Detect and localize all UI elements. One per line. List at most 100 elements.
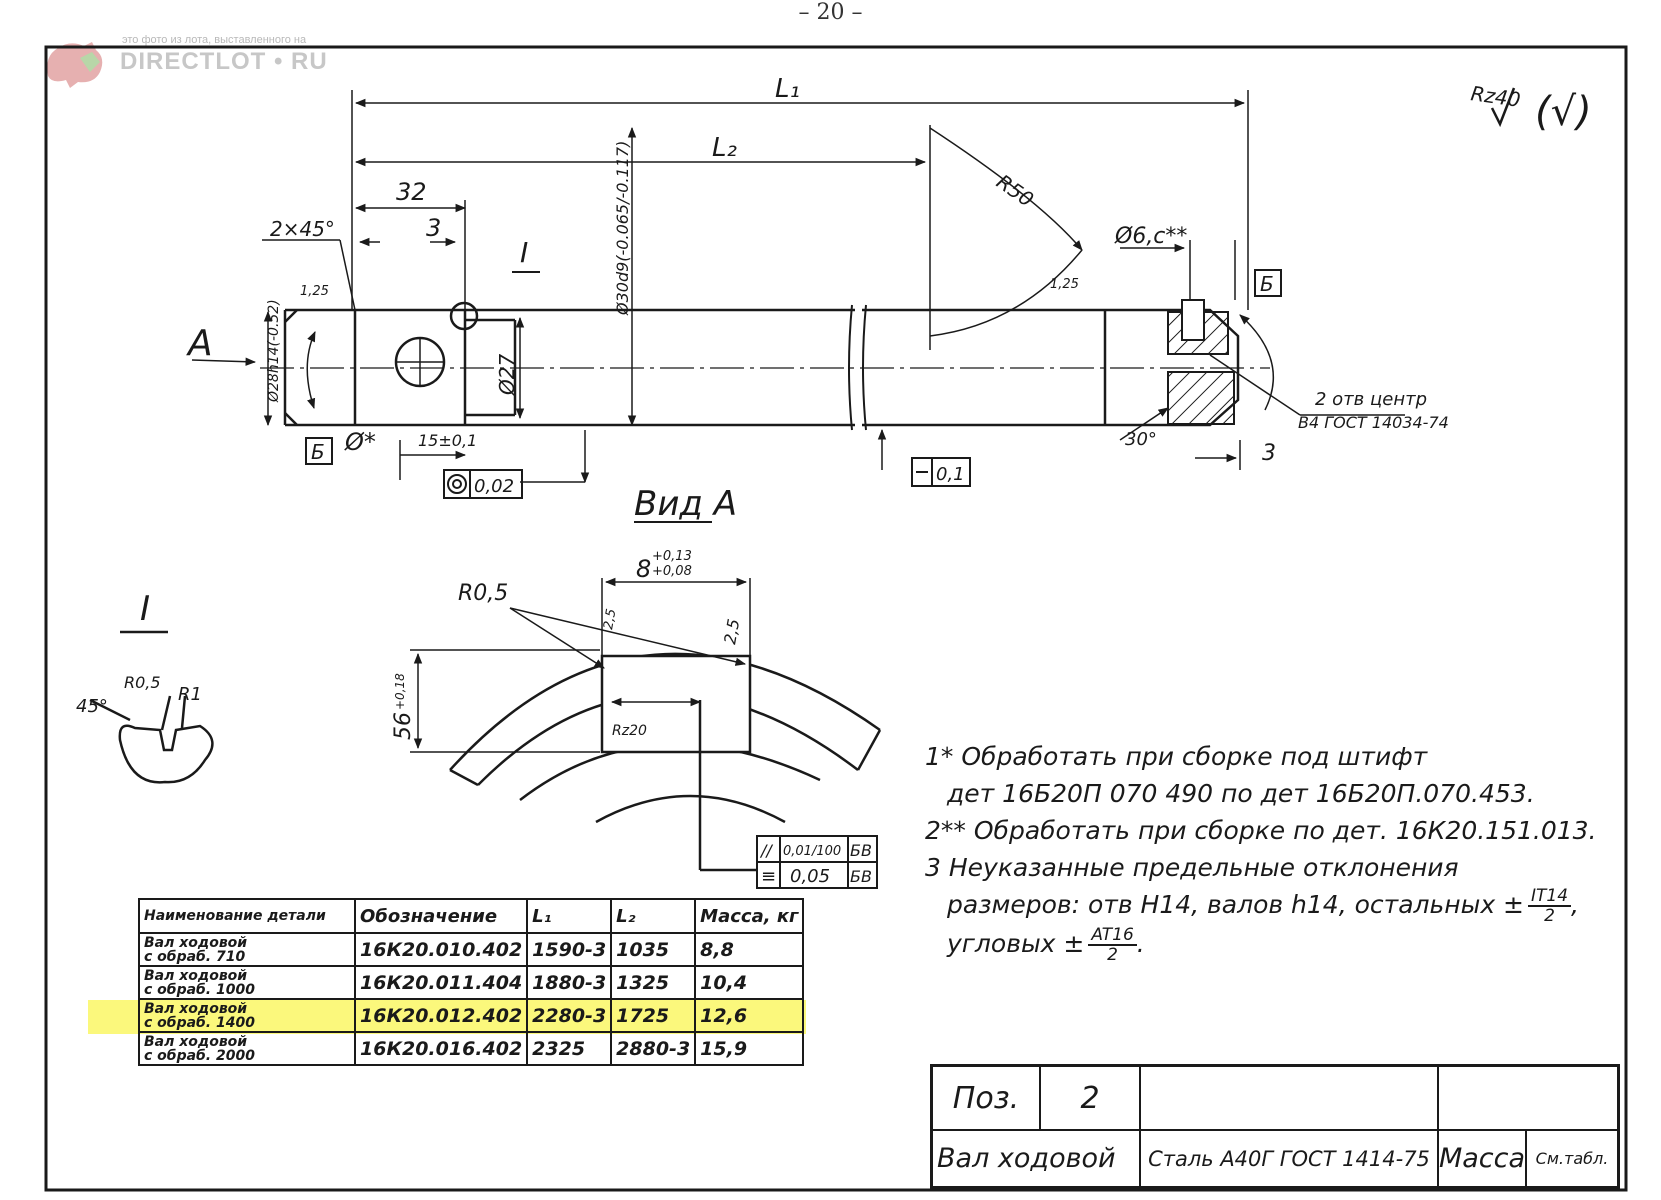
tb-empty-2 — [1439, 1067, 1617, 1131]
header-l2: L₂ — [610, 898, 697, 934]
row-name-line1: Вал ходовой — [144, 967, 248, 984]
frac-it14-num: IT14 — [1528, 887, 1572, 907]
dim-l2: L₂ — [712, 133, 737, 163]
note-3-comma: , — [1571, 890, 1579, 919]
table-header-row: Наименование детали Обозначение L₁ L₂ Ма… — [138, 898, 805, 934]
title-block: Поз. 2 Вал ходовой Сталь А40Г ГОСТ 1414-… — [930, 1064, 1620, 1189]
detail-i-title: I — [140, 589, 150, 629]
concentricity-frame: 0,02 — [443, 469, 523, 499]
ftc-row1-datum: БВ — [850, 841, 872, 860]
datum-b-box-left — [305, 437, 333, 465]
center-hole-line2: В4 ГОСТ 14034-74 — [1298, 413, 1449, 432]
view-a-width-tol-top: +0,13 — [652, 549, 692, 564]
dim-dia27: Ø27 — [495, 354, 519, 396]
drawing-frame — [44, 45, 1628, 1192]
row-l1: 2280-3 — [526, 998, 613, 1033]
tb-empty-1 — [1141, 1067, 1439, 1131]
view-a-depth-tol: +0,18 — [393, 673, 407, 710]
view-a-depth: 56 — [391, 712, 416, 740]
flatness-value: 0,1 — [936, 464, 965, 485]
dim-32: 32 — [396, 178, 427, 206]
detail-i-r1: R1 — [178, 684, 202, 705]
concentricity-icon — [447, 474, 467, 494]
row-mass: 8,8 — [694, 932, 805, 967]
dim-3b: 3 — [1262, 441, 1276, 466]
dim-30deg: 30° — [1125, 429, 1157, 450]
header-name: Наименование детали — [138, 898, 356, 934]
detail-i-marker: I — [520, 236, 528, 269]
header-mass: Масса, кг — [694, 898, 805, 934]
frac-at16-den: 2 — [1107, 945, 1118, 965]
cross-hole-stub — [1181, 299, 1205, 341]
row-designation: 16К20.010.402 — [353, 932, 529, 967]
detail-i-shape — [89, 695, 214, 784]
note-3-line2-text: размеров: отв H14, валов h14, остальных … — [947, 890, 1525, 919]
view-a-ftc: // 0,01/100 БВ ≡ 0,05 БВ — [756, 835, 878, 889]
rough-125b: 1,25 — [1050, 277, 1079, 292]
technical-notes: 1* Обработать при сборке под штифт дет 1… — [925, 738, 1605, 964]
note-2: 2** Обработать при сборке по дет. 16К20.… — [925, 816, 1597, 845]
row-l2: 2880-3 — [610, 1031, 697, 1066]
dim-dia30: Ø30d9(-0.065/-0.117) — [613, 141, 632, 316]
ftc-row1-value: 0,01/100 — [783, 844, 841, 859]
tb-pos-label: Поз. — [933, 1067, 1041, 1131]
view-a-rough2: 2,5 — [720, 617, 743, 645]
page-number: – 20 – — [798, 0, 863, 25]
dim-l1: L₁ — [775, 74, 800, 104]
roughness-check-icon — [1490, 87, 1516, 128]
row-name-line1: Вал ходовой — [144, 1033, 248, 1050]
view-a-title: Вид A — [634, 484, 737, 524]
row-name-line1: Вал ходовой — [144, 934, 248, 951]
ftc-row2-value: 0,05 — [790, 866, 830, 887]
dim-dia-star: Ø* — [344, 428, 376, 456]
roughness-parenthetical: (√) — [1535, 89, 1592, 135]
row-designation: 16К20.016.402 — [353, 1031, 529, 1066]
watermark-brand: DIRECTLOT • RU — [120, 48, 328, 75]
tb-mass-value: См.табл. — [1535, 1149, 1609, 1168]
row-l1: 2325 — [526, 1031, 613, 1066]
dim-2x45: 2×45° — [270, 217, 335, 241]
dim-3a: 3 — [426, 214, 441, 242]
row-l2: 1325 — [610, 965, 697, 1000]
datum-b-right: Б — [1260, 272, 1274, 296]
note-3-line3-text: угловых ± — [947, 929, 1085, 958]
datum-b-box-right — [1254, 269, 1282, 297]
view-a-width: 8 — [636, 555, 651, 583]
tb-pos-value: 2 — [1041, 1067, 1141, 1131]
parts-table: Наименование детали Обозначение L₁ L₂ Ма… — [138, 898, 805, 1066]
row-l2: 1725 — [610, 998, 697, 1033]
concentricity-value: 0,02 — [474, 476, 514, 497]
frac-it14-den: 2 — [1544, 906, 1555, 926]
watermark-logo-icon — [47, 42, 103, 88]
row-designation: 16К20.012.402 — [353, 998, 529, 1033]
row-name-line2: с обраб. 2000 — [144, 1047, 255, 1064]
view-a-arrow-label: A — [186, 323, 213, 364]
detail-i-r05: R0,5 — [124, 673, 161, 692]
view-a-rz20: Rz20 — [612, 723, 647, 739]
row-mass: 15,9 — [694, 1031, 805, 1066]
detail-i-callout-circle — [449, 301, 479, 331]
watermark-caption: это фото из лота, выставленного на — [122, 34, 307, 46]
tb-part-name: Вал ходовой — [933, 1131, 1141, 1186]
tb-material: Сталь А40Г ГОСТ 1414-75 — [1141, 1131, 1439, 1186]
note-1-line1: 1* Обработать при сборке под штифт — [925, 742, 1428, 771]
header-l1: L₁ — [526, 898, 613, 934]
note-3-line1: 3 Неуказанные предельные отклонения — [925, 853, 1459, 882]
dim-15: 15±0,1 — [418, 431, 477, 450]
row-mass: 12,6 — [694, 998, 805, 1033]
flatness-frame: 0,1 — [911, 457, 971, 487]
rz40-label: Rz40 — [1469, 81, 1522, 112]
dim-dia6: Ø6,с** — [1114, 224, 1187, 249]
dim-dia28: Ø28h14(-0.52) — [266, 299, 282, 403]
row-name-line2: с обраб. 1000 — [144, 981, 255, 998]
